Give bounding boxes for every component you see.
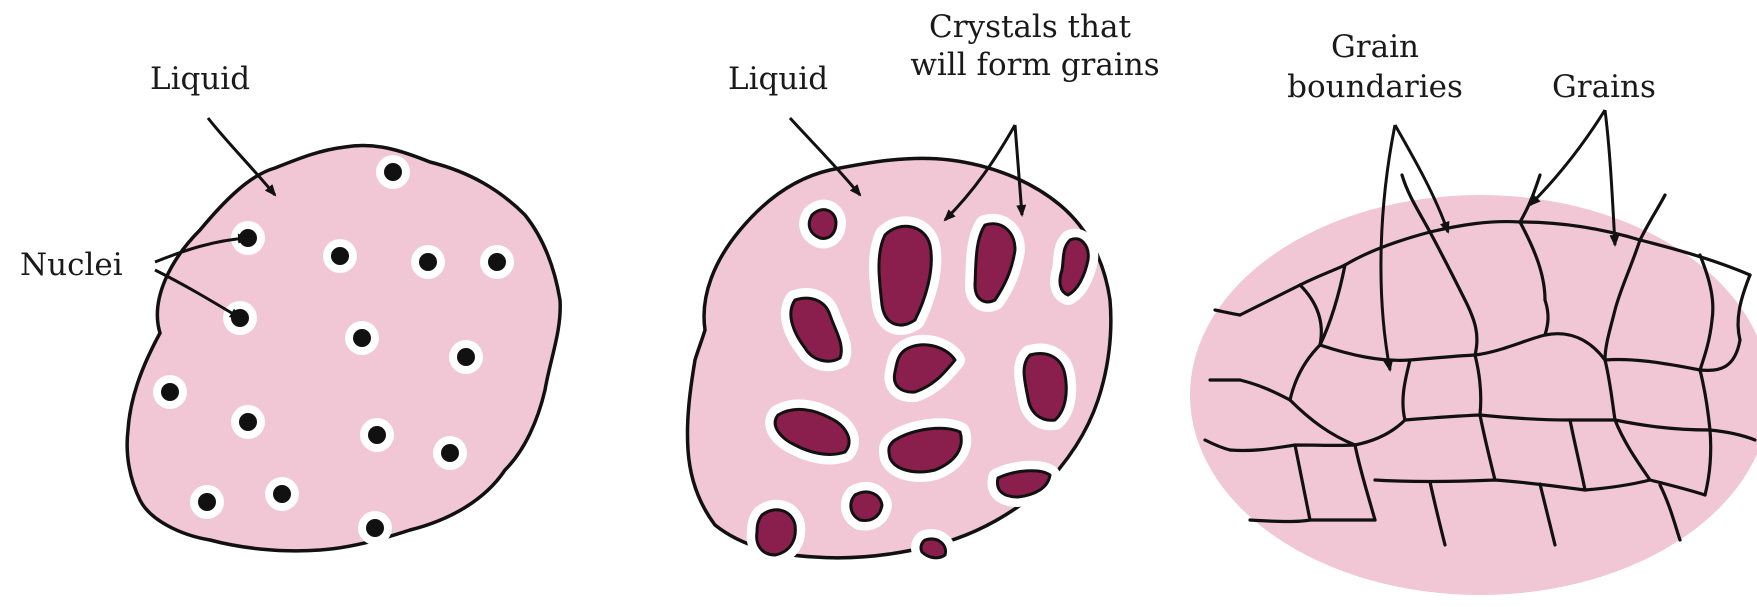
nucleus	[353, 329, 371, 347]
arrow-liquid-1	[208, 118, 275, 195]
liquid-region-1	[127, 145, 560, 550]
label-grain-line-1: Grain	[1300, 30, 1450, 66]
nucleus	[366, 519, 384, 537]
nucleus	[368, 426, 386, 444]
label-grains: Grains	[1552, 70, 1656, 106]
crystal	[809, 210, 836, 239]
nucleus	[488, 253, 506, 271]
nucleus	[198, 493, 216, 511]
panel-3-grains	[1190, 175, 1757, 595]
crystal	[921, 539, 946, 558]
nucleus	[273, 485, 291, 503]
crystal	[757, 510, 796, 555]
label-crystals-line-1: Crystals that	[905, 10, 1155, 46]
panel-1-nuclei	[127, 145, 560, 550]
nucleus	[419, 253, 437, 271]
solid-region	[1190, 195, 1757, 595]
label-nuclei: Nuclei	[20, 248, 123, 284]
nucleus	[239, 413, 257, 431]
label-liquid-panel-1: Liquid	[150, 62, 250, 98]
label-liquid-panel-2: Liquid	[728, 62, 828, 98]
nucleus	[384, 163, 402, 181]
label-crystals-line-2: will form grains	[895, 48, 1175, 84]
panel-2-crystals	[687, 158, 1110, 558]
label-grain-boundaries-line-2: boundaries	[1280, 70, 1470, 106]
nucleus	[441, 444, 459, 462]
nucleus	[161, 383, 179, 401]
crystal	[851, 492, 882, 520]
arrow-grains-a	[1530, 110, 1605, 205]
nucleus	[331, 247, 349, 265]
nucleus	[457, 348, 475, 366]
